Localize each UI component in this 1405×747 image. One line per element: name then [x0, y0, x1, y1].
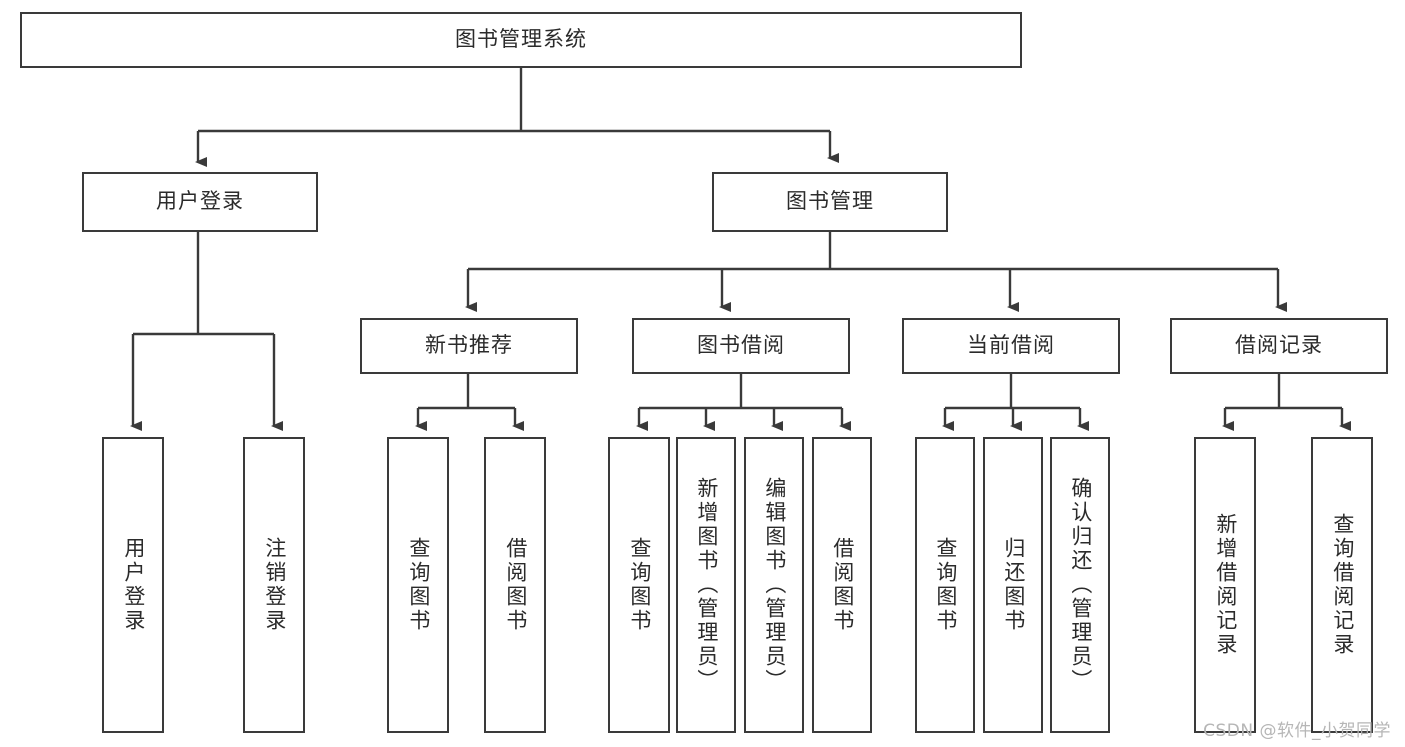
node-root-label: 图书管理系统 [455, 27, 587, 52]
leaf-label: 新增借阅记录 [1213, 513, 1238, 657]
leaf-node[interactable]: 查询图书 [608, 437, 670, 733]
leaf-label: 借阅图书 [830, 537, 855, 633]
leaf-label: 借阅图书 [503, 537, 528, 633]
leaf-label: 查询图书 [933, 537, 958, 633]
leaf-label: 用户登录 [121, 537, 146, 633]
node-book-borrow-label: 图书借阅 [697, 333, 785, 358]
leaf-node[interactable]: 注销登录 [243, 437, 305, 733]
leaf-label: 查询借阅记录 [1330, 513, 1355, 657]
leaf-label: 注销登录 [262, 537, 287, 633]
node-borrow-record[interactable]: 借阅记录 [1170, 318, 1388, 374]
leaf-node[interactable]: 新增图书（管理员） [676, 437, 736, 733]
leaf-node[interactable]: 编辑图书（管理员） [744, 437, 804, 733]
node-root[interactable]: 图书管理系统 [20, 12, 1022, 68]
leaf-node[interactable]: 新增借阅记录 [1194, 437, 1256, 733]
leaf-node[interactable]: 确认归还（管理员） [1050, 437, 1110, 733]
node-new-book-recommend[interactable]: 新书推荐 [360, 318, 578, 374]
leaf-label: 确认归还（管理员） [1068, 477, 1093, 693]
leaf-label: 查询图书 [406, 537, 431, 633]
leaf-label: 新增图书（管理员） [694, 477, 719, 693]
leaf-node[interactable]: 查询图书 [915, 437, 975, 733]
node-user-login-label: 用户登录 [156, 189, 244, 214]
node-new-book-recommend-label: 新书推荐 [425, 333, 513, 358]
leaf-node[interactable]: 用户登录 [102, 437, 164, 733]
node-book-management[interactable]: 图书管理 [712, 172, 948, 232]
node-borrow-record-label: 借阅记录 [1235, 333, 1323, 358]
watermark: CSDN @软件_小贺同学 [1203, 721, 1391, 741]
leaf-node[interactable]: 借阅图书 [484, 437, 546, 733]
leaf-label: 归还图书 [1001, 537, 1026, 633]
leaf-label: 编辑图书（管理员） [762, 477, 787, 693]
leaf-node[interactable]: 借阅图书 [812, 437, 872, 733]
node-current-borrow-label: 当前借阅 [967, 333, 1055, 358]
leaf-node[interactable]: 归还图书 [983, 437, 1043, 733]
node-book-borrow[interactable]: 图书借阅 [632, 318, 850, 374]
leaf-node[interactable]: 查询图书 [387, 437, 449, 733]
leaf-label: 查询图书 [627, 537, 652, 633]
node-current-borrow[interactable]: 当前借阅 [902, 318, 1120, 374]
leaf-node[interactable]: 查询借阅记录 [1311, 437, 1373, 733]
node-user-login[interactable]: 用户登录 [82, 172, 318, 232]
node-book-management-label: 图书管理 [786, 189, 874, 214]
